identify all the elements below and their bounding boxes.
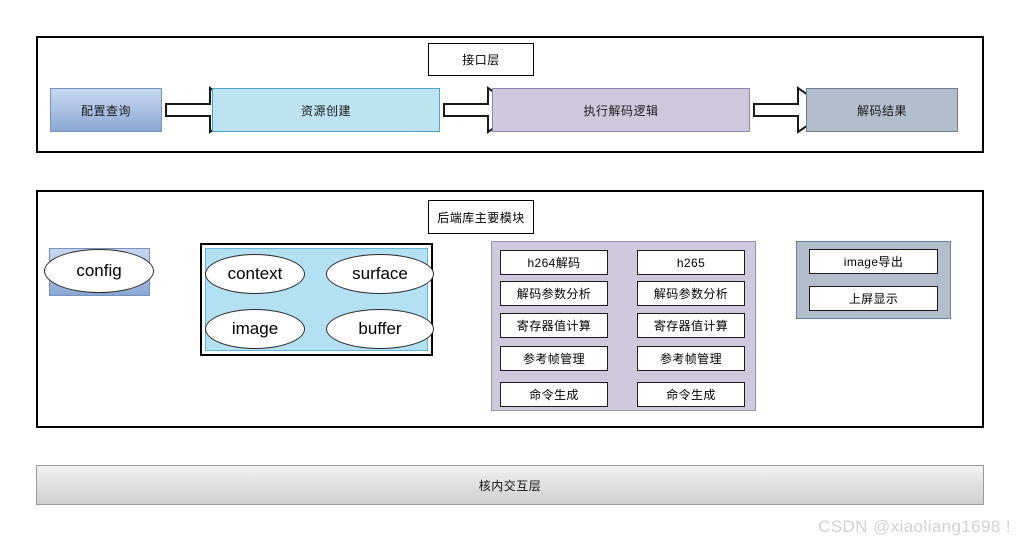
codec-h265-header[interactable]: h265 bbox=[637, 250, 745, 275]
panel-kernel-interaction-layer: 核内交互层 bbox=[36, 465, 984, 505]
panel-label-interface-layer: 接口层 bbox=[428, 43, 534, 76]
codec-h265-item-2[interactable]: 参考帧管理 bbox=[637, 346, 745, 371]
node-buffer[interactable]: buffer bbox=[326, 309, 434, 349]
codec-h264-item-3[interactable]: 命令生成 bbox=[500, 382, 608, 407]
node-context[interactable]: context bbox=[205, 254, 305, 294]
output-item-display[interactable]: 上屏显示 bbox=[809, 286, 938, 311]
codec-h264-item-1[interactable]: 寄存器值计算 bbox=[500, 313, 608, 338]
flow-step-decode-result[interactable]: 解码结果 bbox=[806, 88, 958, 132]
codec-h264-item-2[interactable]: 参考帧管理 bbox=[500, 346, 608, 371]
codec-h265-item-1[interactable]: 寄存器值计算 bbox=[637, 313, 745, 338]
panel-label-backend-modules: 后端库主要模块 bbox=[428, 200, 534, 234]
codec-h264-item-0[interactable]: 解码参数分析 bbox=[500, 281, 608, 306]
codec-h265-item-3[interactable]: 命令生成 bbox=[637, 382, 745, 407]
node-surface[interactable]: surface bbox=[326, 254, 434, 294]
flow-step-resource-create[interactable]: 资源创建 bbox=[212, 88, 440, 132]
watermark-credit: CSDN @xiaoliang1698 ! bbox=[818, 517, 1011, 536]
flow-step-decode-logic[interactable]: 执行解码逻辑 bbox=[492, 88, 750, 132]
codec-h265-item-0[interactable]: 解码参数分析 bbox=[637, 281, 745, 306]
node-image[interactable]: image bbox=[205, 309, 305, 349]
codec-h264-header[interactable]: h264解码 bbox=[500, 250, 608, 275]
flow-step-config-query[interactable]: 配置查询 bbox=[50, 88, 162, 132]
node-config[interactable]: config bbox=[44, 249, 154, 293]
output-item-image-export[interactable]: image导出 bbox=[809, 249, 938, 274]
